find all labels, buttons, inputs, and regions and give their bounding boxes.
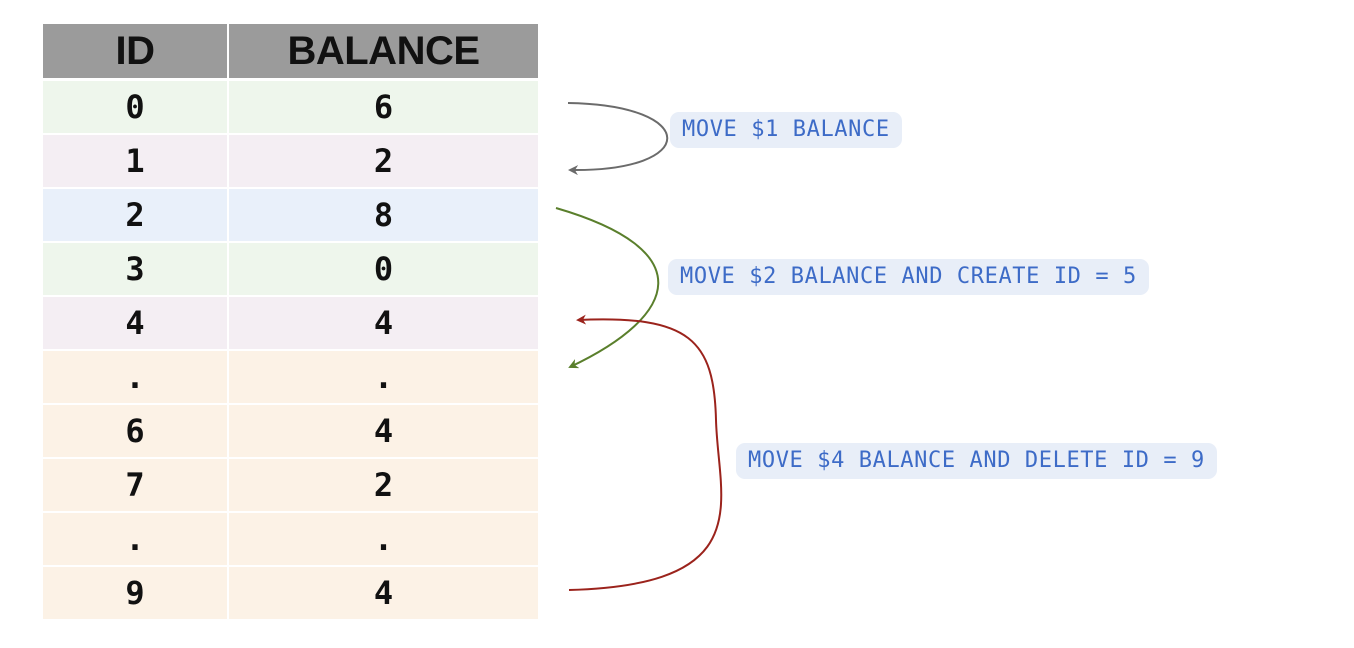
id-column-header: ID (43, 24, 227, 78)
id-cell: 0 (43, 81, 227, 133)
id-cell: . (43, 351, 227, 403)
balance-cell: 4 (229, 405, 538, 457)
move1-arrow (567, 102, 669, 176)
id-cell: 3 (43, 243, 227, 295)
id-cell: 4 (43, 297, 227, 349)
balance-cell: 0 (229, 243, 538, 295)
id-cell: 9 (43, 567, 227, 619)
id-cell: . (43, 513, 227, 565)
id-cell: 7 (43, 459, 227, 511)
balance-cell: 6 (229, 81, 538, 133)
balance-column-header: BALANCE (229, 24, 538, 78)
table-row: .. (43, 351, 538, 403)
balance-cell: . (229, 351, 538, 403)
balance-cell: 4 (229, 567, 538, 619)
move2-arrow (555, 207, 660, 369)
balance-cell: 8 (229, 189, 538, 241)
id-cell: 2 (43, 189, 227, 241)
move2-annotation: MOVE $2 BALANCE AND CREATE ID = 5 (668, 259, 1149, 295)
table-row: .. (43, 513, 538, 565)
move4-arrow (568, 314, 723, 591)
move1-annotation: MOVE $1 BALANCE (670, 112, 902, 148)
balance-cell: 2 (229, 135, 538, 187)
id-cell: 6 (43, 405, 227, 457)
balance-cell: 2 (229, 459, 538, 511)
move4-annotation: MOVE $4 BALANCE AND DELETE ID = 9 (736, 443, 1217, 479)
balance-cell: 4 (229, 297, 538, 349)
table-header-row: ID BALANCE (43, 24, 538, 78)
id-cell: 1 (43, 135, 227, 187)
balance-cell: . (229, 513, 538, 565)
